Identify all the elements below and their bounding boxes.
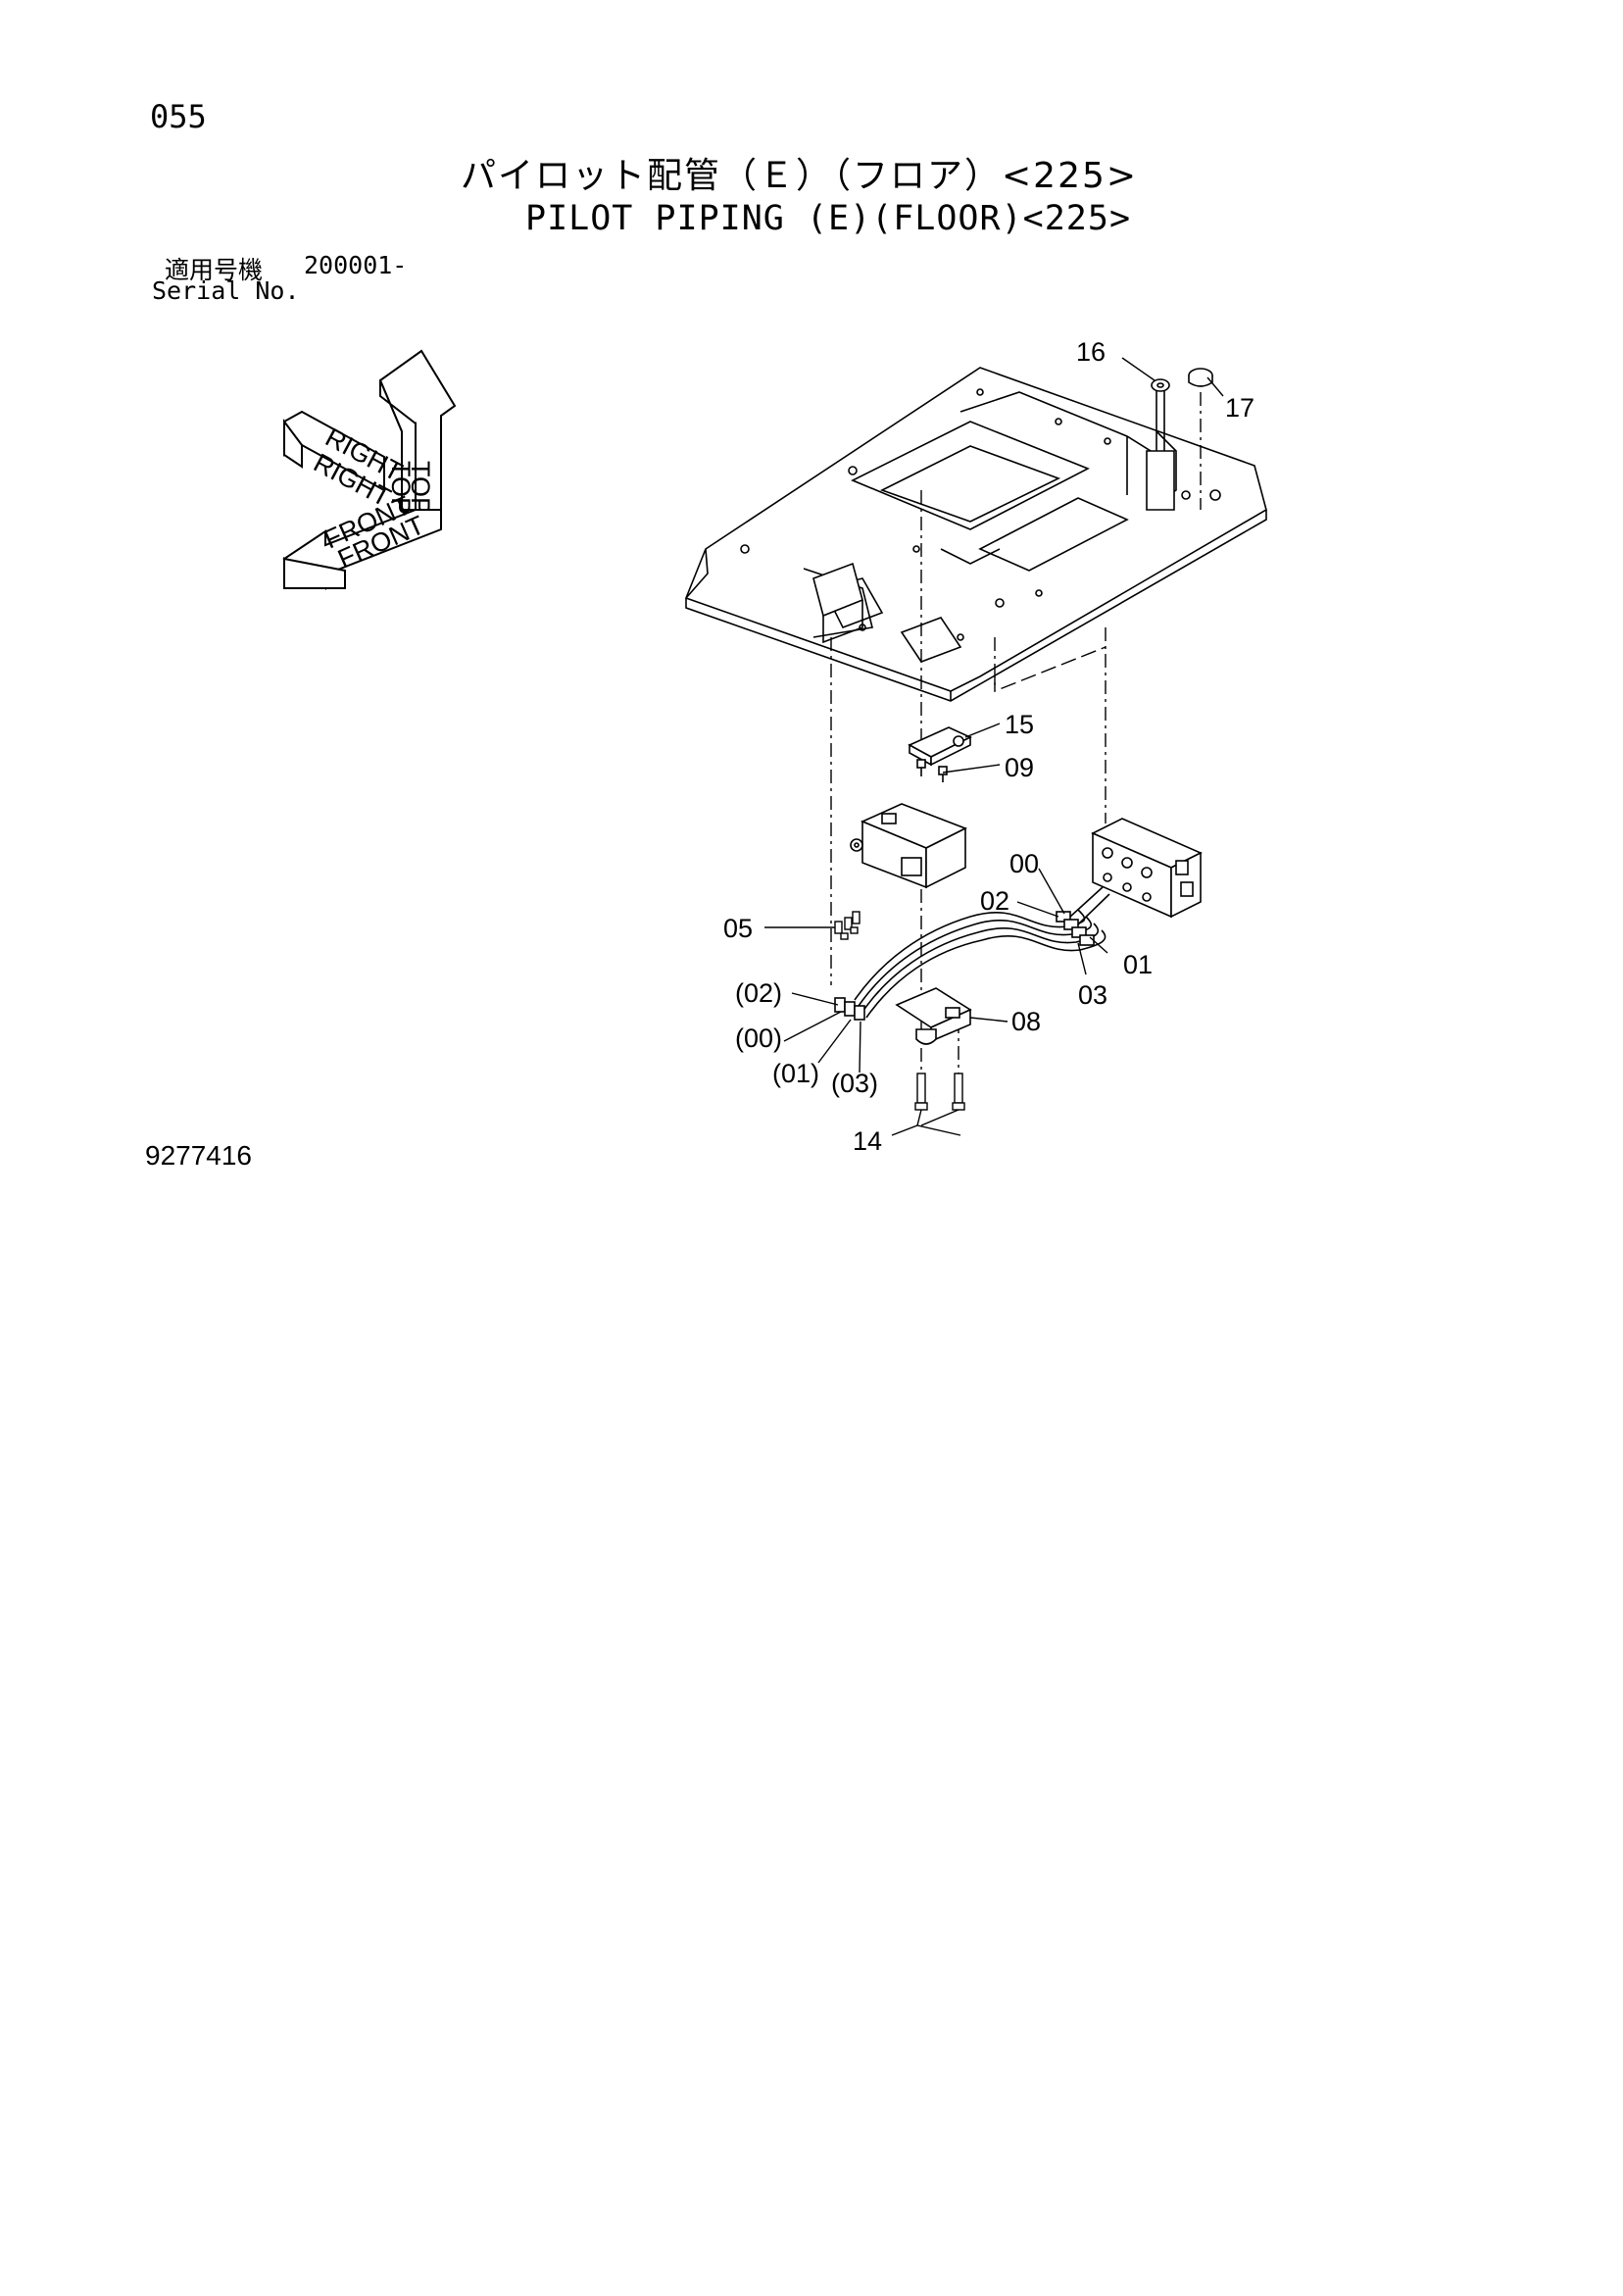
callout-03-bracketed: (03): [831, 1069, 878, 1098]
callout-01: 01: [1123, 950, 1153, 979]
callout-17: 17: [1225, 393, 1254, 423]
callout-02: 02: [980, 886, 1009, 916]
callout-numbers: 16 17 15 09 00 02 05 01 03 (02) 08 (00) …: [723, 337, 1254, 1156]
callout-00: 00: [1009, 849, 1039, 878]
pilot-hoses: [834, 886, 1110, 1021]
callout-02-bracketed: (02): [735, 978, 782, 1008]
drawing-number: 9277416: [145, 1140, 253, 1171]
callout-01-bracketed: (01): [772, 1059, 819, 1088]
left-valve-block: [850, 803, 967, 889]
top-label-2: TOP: [386, 461, 416, 515]
callout-16: 16: [1076, 337, 1106, 367]
floor-plate: [684, 367, 1267, 702]
part-09-bolts: [916, 759, 948, 782]
callout-09: 09: [1005, 753, 1034, 782]
right-arrow: RIGHT RIGHT: [283, 410, 407, 513]
callout-03: 03: [1078, 980, 1107, 1010]
part-17-plug: [1188, 368, 1213, 387]
callout-leaders: [764, 357, 1224, 1136]
part-08-bracket: [895, 987, 972, 1045]
callout-00-bracketed: (00): [735, 1023, 782, 1053]
top-arrow: TOP TOP: [378, 349, 457, 515]
hidden-outline: [994, 646, 1107, 693]
serial-label-japanese: 適用号機: [165, 256, 264, 284]
part-05-fittings: [834, 911, 861, 940]
title-english: PILOT PIPING (E)(FLOOR)<225>: [525, 199, 1132, 238]
part-16-washer: [1146, 378, 1175, 511]
top-label-1: TOP: [406, 461, 435, 515]
serial-label-english: Serial No.: [152, 276, 300, 305]
floor-plate-holes: [740, 388, 1221, 641]
callout-05: 05: [723, 914, 753, 943]
orientation-indicator: TOP TOP RIGHT RIGHT FRONT FRONT: [282, 349, 457, 590]
callout-14: 14: [853, 1126, 882, 1156]
page-number: 055: [150, 98, 207, 135]
part-14-bolts: [914, 1073, 965, 1111]
right-multi-port-valve: [1091, 818, 1203, 919]
callout-15: 15: [1005, 710, 1034, 739]
callout-08: 08: [1011, 1007, 1041, 1036]
serial-number-value: 200001-: [304, 251, 408, 279]
title-japanese: パイロット配管（Ｅ）（フロア）<225>: [461, 156, 1139, 196]
